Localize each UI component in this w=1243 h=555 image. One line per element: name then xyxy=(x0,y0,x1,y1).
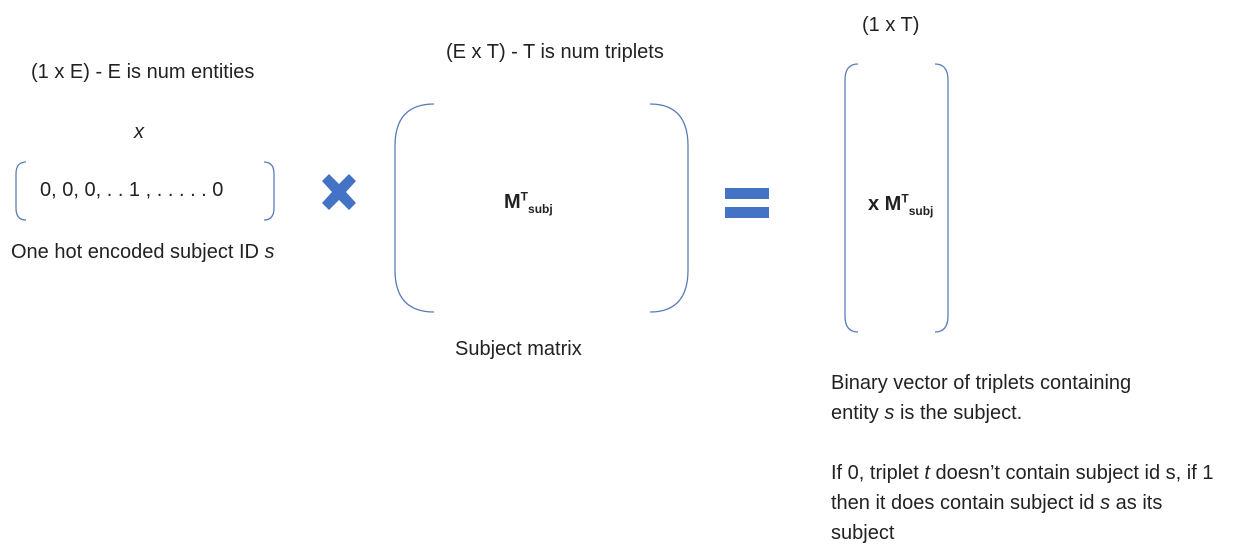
matrix-caption: Subject matrix xyxy=(455,338,582,360)
description-paragraph-2: If 0, triplet t doesn’t contain subject … xyxy=(831,458,1223,548)
result-dimension-label: (1 x T) xyxy=(862,14,920,36)
result-expr-sup: T xyxy=(901,191,909,206)
vector-symbol-x: x xyxy=(134,121,144,143)
matrix-symbol-base: M xyxy=(504,191,521,213)
result-expr-prefix: x M xyxy=(868,193,902,215)
result-expr-sub: subj xyxy=(908,204,934,218)
multiply-icon xyxy=(322,174,356,210)
matrix-symbol: MTsubj xyxy=(504,189,553,216)
matrix-symbol-sub: subj xyxy=(528,202,553,216)
matrix-brackets xyxy=(394,103,689,313)
description-p2-start: If 0, triplet xyxy=(831,462,919,484)
description-var-s-2: s xyxy=(1100,492,1111,514)
description-p2-middle: doesn’t contain subject id s, if 1 then … xyxy=(831,462,1214,514)
description-line-2-start: entity xyxy=(831,402,879,424)
vector-brackets xyxy=(15,161,275,221)
description-var-s: s xyxy=(884,402,895,424)
result-expression: x MTsubj xyxy=(868,191,934,218)
matrix-symbol-sup: T xyxy=(520,189,529,204)
description-var-t: t xyxy=(924,462,930,484)
equals-icon xyxy=(725,188,769,218)
vector-dimension-label: (1 x E) - E is num entities xyxy=(31,61,255,83)
vector-caption: One hot encoded subject ID s xyxy=(11,240,275,264)
vector-values: 0, 0, 0, . . 1 , . . . . . 0 xyxy=(40,179,224,201)
description-spacer xyxy=(831,428,1231,458)
result-description: Binary vector of triplets containing ent… xyxy=(831,368,1231,548)
description-line-1: Binary vector of triplets containing xyxy=(831,372,1132,394)
vector-caption-text: One hot encoded subject ID xyxy=(11,241,259,263)
description-p2-end: as its subject xyxy=(831,492,1163,544)
matrix-dimension-label: (E x T) - T is num triplets xyxy=(446,41,664,63)
result-brackets xyxy=(844,63,949,333)
vector-caption-var: s xyxy=(264,241,275,263)
description-line-2: entity s is the subject. xyxy=(831,398,1231,428)
description-line-2-end: is the subject. xyxy=(899,402,1023,424)
